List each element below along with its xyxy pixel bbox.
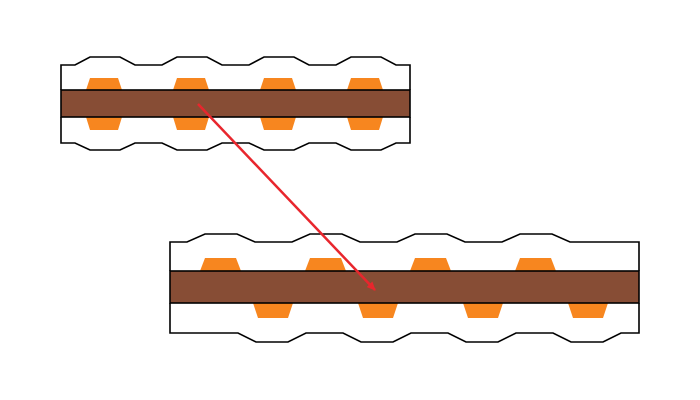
copper-pad [260,78,296,90]
transformed-bottom-outline [169,303,640,343]
transformation-arrow [197,103,376,291]
copper-pad [200,258,241,271]
copper-pad [253,303,293,318]
copper-pad [260,117,296,130]
copper-pad [86,117,122,130]
copper-pad [515,258,556,271]
copper-pad [86,78,122,90]
transformed-core-bar [169,270,640,304]
copper-pad [347,117,383,130]
copper-pad [347,78,383,90]
transformed-top-outline [169,233,640,271]
copper-pad [305,258,346,271]
original-top-outline [60,56,411,90]
copper-pad [463,303,503,318]
copper-pad [173,117,209,130]
copper-pad [568,303,608,318]
copper-pad [410,258,451,271]
original-core-bar [60,89,411,118]
copper-pad [173,78,209,90]
original-section [60,56,411,151]
transformed-section [169,233,640,343]
copper-pad [358,303,398,318]
